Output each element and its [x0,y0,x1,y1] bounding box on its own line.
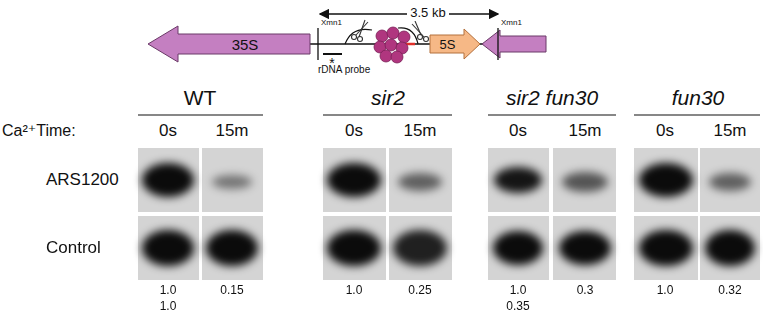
probe-bar [323,53,342,55]
scissors-symbol [352,20,429,42]
quant-value: 0.35 [506,300,529,314]
gel-band [142,163,755,266]
quant-value: 1.0 [657,284,674,298]
quant-value: 0.3 [577,284,594,298]
row-label: Control [46,238,101,258]
arc [398,28,418,44]
quant-value: 1.0 [346,284,363,298]
time-label: 0s [656,121,674,141]
time-label: 15m [215,121,248,141]
time-label: 0s [345,121,363,141]
quant-value: 1.0 [160,284,177,298]
rrna-name: 5S [440,38,456,51]
protein-cluster [374,27,410,63]
time-label: 0s [509,121,527,141]
site-mark [497,28,498,60]
quant-value: 0.15 [220,284,243,298]
strain-header: sir2 [371,86,405,110]
rrna-arrow [482,30,546,58]
span-label: 3.5 kb [407,6,448,21]
quant-value: 1.0 [160,300,177,314]
rrna-label-box: 5S [431,36,464,52]
strain-header: fun30 [672,86,725,110]
time-label: 0s [159,121,177,141]
site-label: Xmn1 [321,18,342,27]
site-label: Xmn1 [501,18,522,27]
group-line [138,114,760,115]
gel-panel [138,148,760,280]
time-label: 15m [403,121,436,141]
quant-value: 1.0 [510,284,527,298]
rrna-arrow [430,29,480,59]
strain-header: sir2 fun30 [506,86,598,110]
quant-value: 0.32 [718,284,741,298]
rrna-arrow [148,26,310,62]
probe-label: rDNA probe [318,64,370,76]
row-label: ARS1200 [46,170,119,190]
site-mark [317,28,318,60]
rrna-label-box: 35S [185,35,305,53]
time-label: 15m [713,121,746,141]
rrna-name: 35S [232,37,259,52]
time-label: 15m [568,121,601,141]
quant-value: 0.25 [408,284,431,298]
axis-title: Ca²⁺Time: [2,122,76,140]
strain-header: WT [184,86,217,110]
